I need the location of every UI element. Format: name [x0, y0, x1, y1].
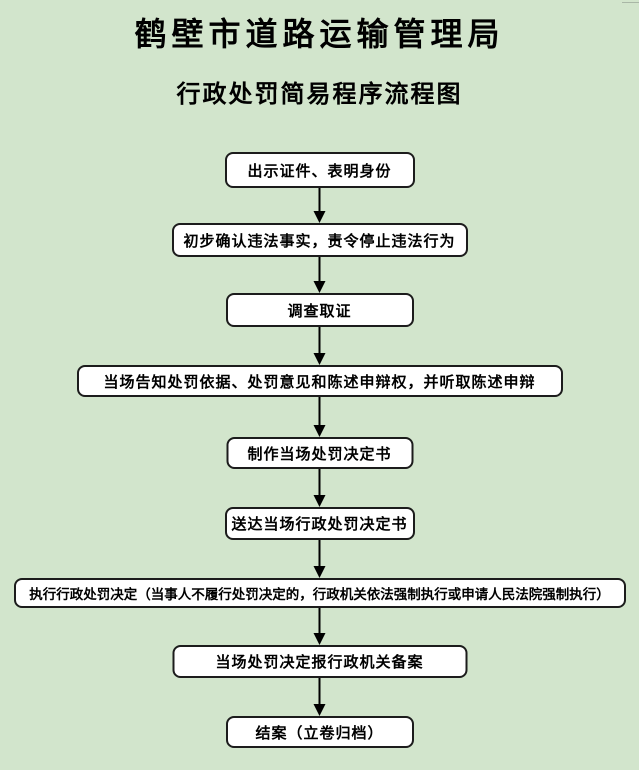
arrow-shaft — [318, 327, 321, 353]
arrow-down-icon — [313, 608, 326, 645]
arrow-shaft — [318, 540, 321, 566]
flow-step-investigate: 调查取证 — [225, 293, 414, 327]
arrow-head — [313, 566, 326, 578]
page-title: 鹤壁市道路运输管理局 — [134, 15, 505, 53]
arrow-shaft — [318, 608, 321, 633]
arrow-head — [313, 704, 326, 716]
arrow-head — [313, 633, 326, 645]
flow-step-show-credentials: 出示证件、表明身份 — [224, 152, 415, 188]
flow-step-confirm-violation: 初步确认违法事实，责令停止违法行为 — [171, 223, 468, 257]
flow-step-enforce-decision: 执行行政处罚决定（当事人不履行处罚决定的，行政机关依法强制执行或申请人民法院强制… — [13, 578, 626, 608]
arrow-head — [313, 211, 326, 223]
arrow-head — [313, 353, 326, 365]
arrow-down-icon — [313, 327, 326, 365]
table-border-artifact — [622, 2, 639, 3]
flow-step-make-decision: 制作当场处罚决定书 — [226, 437, 413, 469]
arrow-shaft — [318, 397, 321, 425]
arrow-shaft — [318, 678, 321, 704]
flow-step-report-record: 当场处罚决定报行政机关备案 — [172, 645, 467, 678]
arrow-down-icon — [313, 469, 326, 507]
arrow-down-icon — [313, 188, 326, 223]
arrow-down-icon — [313, 257, 326, 293]
flow-step-notify-basis: 当场告知处罚依据、处罚意见和陈述申辩权，并听取陈述申辩 — [76, 365, 563, 397]
arrow-down-icon — [313, 540, 326, 578]
arrow-shaft — [318, 188, 321, 211]
arrow-head — [313, 425, 326, 437]
flow-step-close-case: 结案（立卷归档） — [225, 716, 414, 748]
arrow-shaft — [318, 469, 321, 495]
arrow-head — [313, 495, 326, 507]
arrow-shaft — [318, 257, 321, 281]
arrow-down-icon — [313, 397, 326, 437]
arrow-head — [313, 281, 326, 293]
flow-step-deliver-decision: 送达当场行政处罚决定书 — [224, 507, 415, 540]
arrow-down-icon — [313, 678, 326, 716]
page-subtitle: 行政处罚简易程序流程图 — [176, 80, 463, 108]
